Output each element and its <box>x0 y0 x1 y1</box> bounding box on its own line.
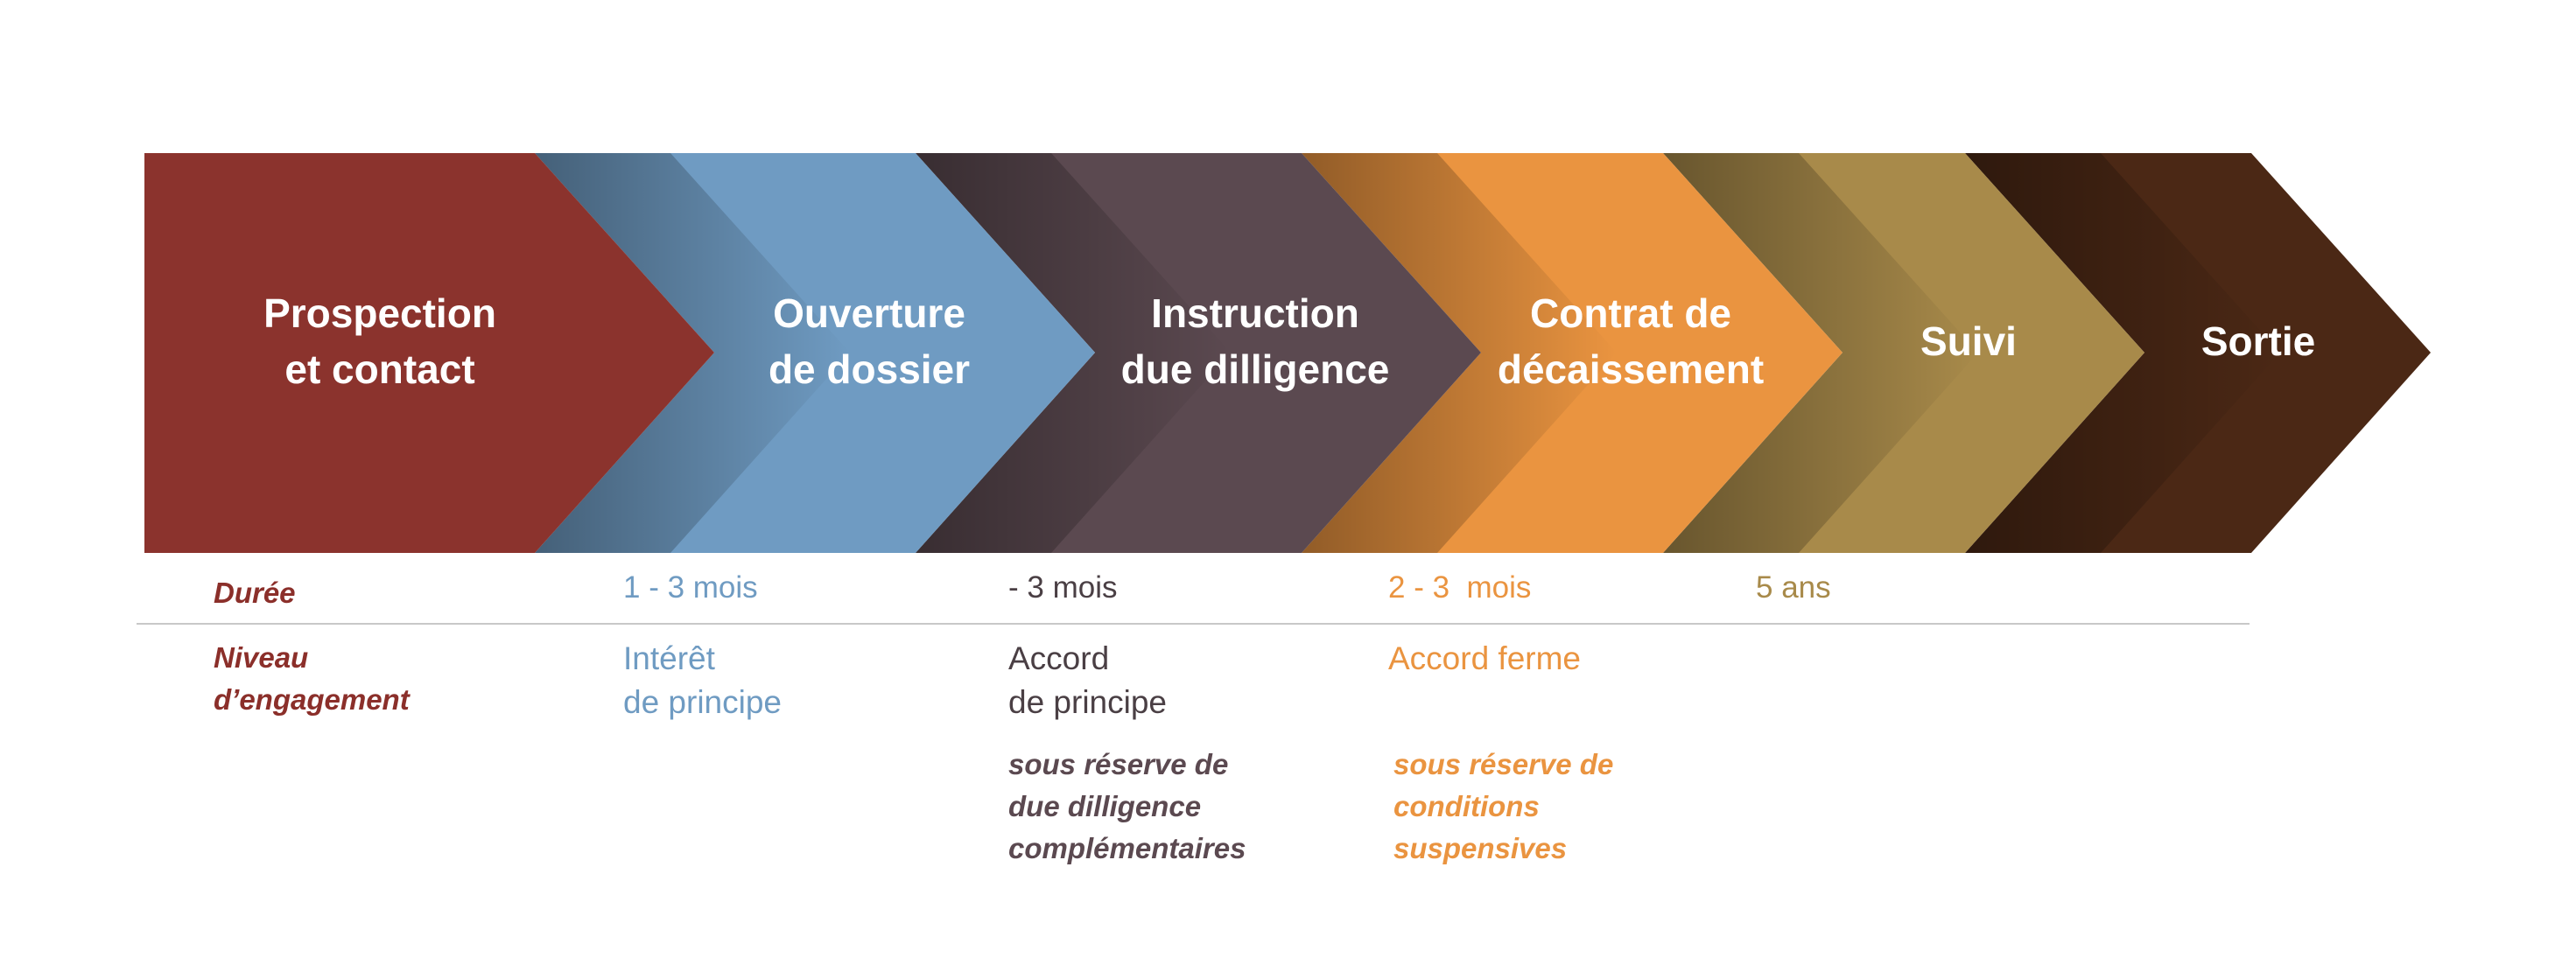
condition-contrat: sous réserve de conditions suspensives <box>1393 748 1614 864</box>
engagement-instruction: Accord de principe <box>1008 640 1168 720</box>
engagement-contrat: Accord ferme <box>1388 640 1582 676</box>
chevron-sortie-shadow <box>1965 153 2280 553</box>
step-label-ouverture: Ouverture de dossier <box>768 290 971 392</box>
step-label-prospection: Prospection et contact <box>263 290 496 392</box>
separator-line <box>137 623 2250 625</box>
engagement-heading: Niveau d’engagement <box>214 641 410 716</box>
step-label-contrat: Contrat de décaissement <box>1497 290 1765 392</box>
duree-heading: Durée <box>214 577 296 609</box>
chevron-contrat-shadow <box>1302 153 1617 553</box>
duration-suivi: 5 ans <box>1756 570 1831 605</box>
engagement-ouverture: Intérêt de principe <box>623 640 783 720</box>
step-label-sortie: Sortie <box>2200 318 2316 364</box>
duration-contrat: 2 - 3 mois <box>1388 570 1532 605</box>
step-label-suivi: Suivi <box>1920 318 2017 364</box>
chevron-suivi-shadow <box>1663 153 1978 553</box>
chevron-prospection <box>144 153 714 553</box>
step-label-instruction: Instruction due dilligence <box>1120 290 1390 392</box>
chevron-instruction-shadow <box>916 153 1231 553</box>
duration-ouverture: 1 - 3 mois <box>623 570 758 605</box>
chevron-ouverture-shadow <box>535 153 850 553</box>
condition-instruction: sous réserve de due dilligence complémen… <box>1008 748 1246 864</box>
duration-instruction: - 3 mois <box>1008 570 1118 605</box>
